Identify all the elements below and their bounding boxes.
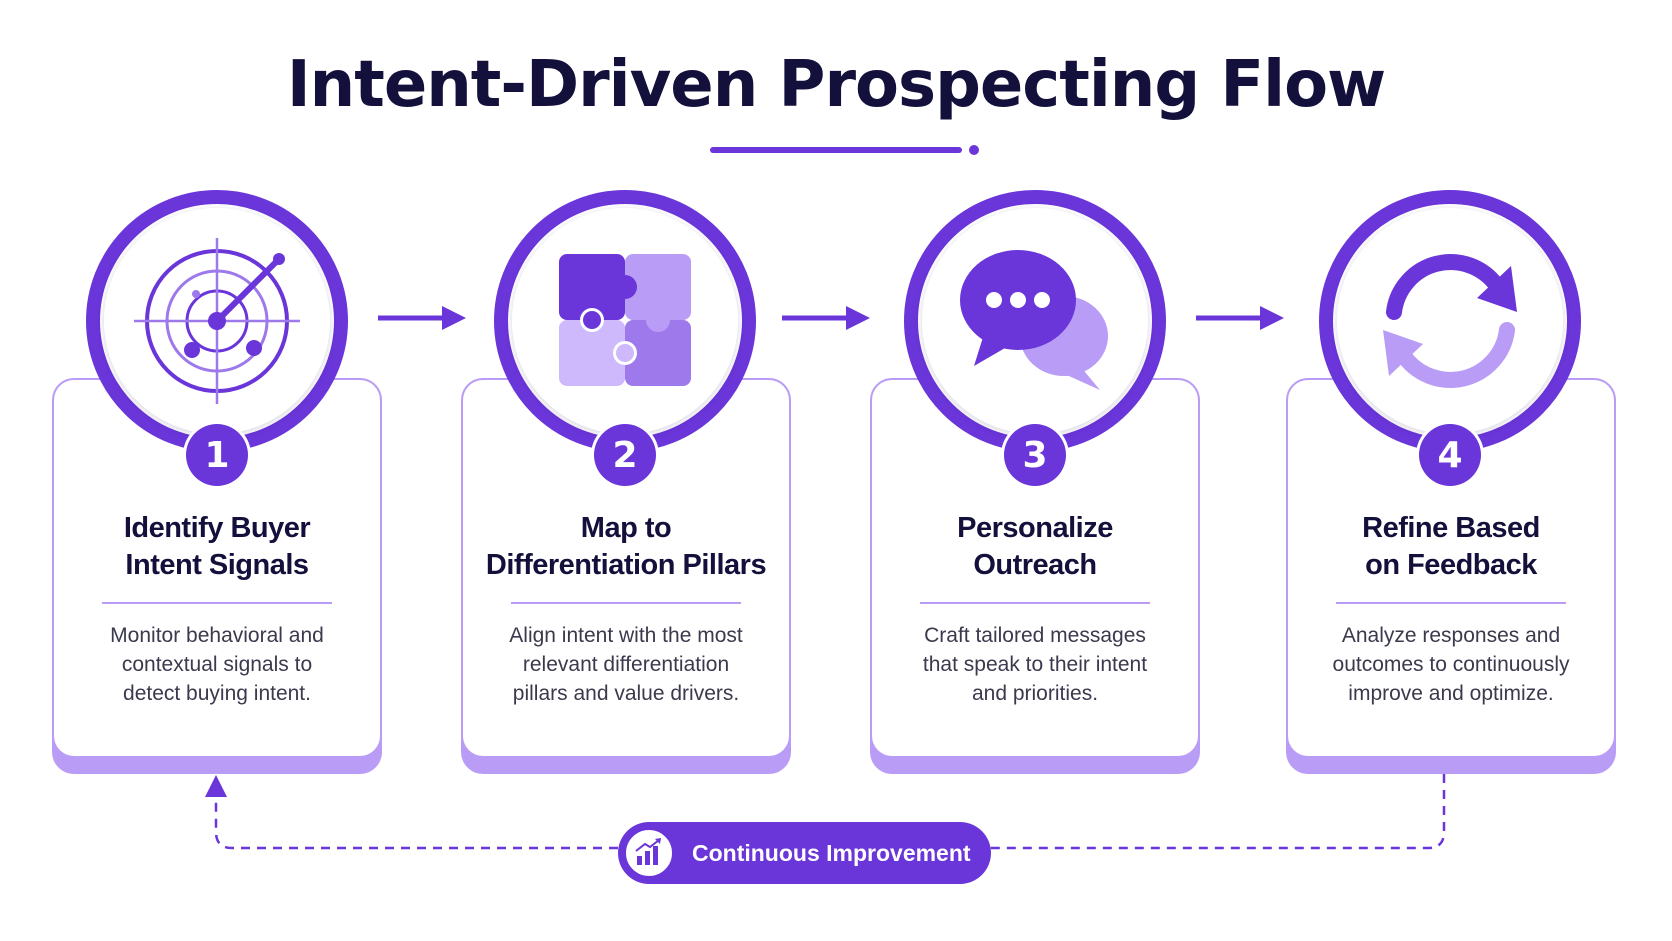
step-desc-line: Analyze responses and [1341, 624, 1561, 647]
step-card-2 [461, 378, 791, 774]
flow-arrow-icon [378, 306, 466, 330]
step-description-4: Analyze responses and outcomes to contin… [1286, 621, 1616, 708]
step-title-line: Intent Signals [125, 549, 309, 581]
step-description-1: Monitor behavioral and contextual signal… [52, 621, 382, 708]
step-desc-line: improve and optimize. [1348, 682, 1554, 705]
step-title-3: Personalize Outreach [870, 510, 1200, 584]
step-desc-line: Monitor behavioral and [110, 624, 324, 647]
step-title-line: on Feedback [1365, 549, 1537, 581]
step-number-badge-1: 1 [186, 424, 248, 486]
bar-chart-growth-icon [624, 828, 674, 878]
flow-arrow-icon [782, 306, 870, 330]
title-underline [710, 147, 962, 153]
title-underline-dot [969, 145, 979, 155]
step-divider-4 [1336, 602, 1566, 604]
step-title-1: Identify Buyer Intent Signals [52, 510, 382, 584]
step-desc-line: Align intent with the most [509, 624, 743, 647]
flow-arrow-icon [1196, 306, 1284, 330]
step-number-badge-3: 3 [1004, 424, 1066, 486]
chat-bubbles-icon [960, 250, 1108, 390]
step-title-4: Refine Based on Feedback [1286, 510, 1616, 584]
step-title-line: Map to [580, 512, 672, 544]
step-divider-1 [102, 602, 332, 604]
step-title-line: Refine Based [1362, 512, 1540, 544]
step-icon-ring-1 [86, 190, 348, 452]
step-icon-ring-2 [494, 190, 756, 452]
step-number-badge-4: 4 [1419, 424, 1481, 486]
loop-arrowhead [205, 775, 227, 797]
step-divider-2 [511, 602, 741, 604]
step-desc-line: outcomes to continuously [1332, 653, 1570, 676]
step-icon-ring-4 [1319, 190, 1581, 452]
step-title-line: Identify Buyer [123, 512, 311, 544]
puzzle-icon [559, 254, 691, 386]
step-desc-line: detect buying intent. [123, 682, 311, 705]
step-desc-line: and priorities. [971, 682, 1099, 705]
radar-target-icon [134, 238, 300, 404]
refresh-cycle-icon [1383, 254, 1517, 388]
step-desc-line: pillars and value drivers. [512, 682, 740, 705]
step-desc-line: that speak to their intent [922, 653, 1148, 676]
step-icon-ring-3 [904, 190, 1166, 452]
step-title-line: Personalize [957, 512, 1113, 544]
step-desc-line: contextual signals to [121, 653, 313, 676]
step-title-line: Differentiation Pillars [485, 549, 767, 581]
step-title-line: Outreach [973, 549, 1097, 581]
page-title: Intent-Driven Prospecting Flow [286, 48, 1386, 122]
step-divider-3 [920, 602, 1150, 604]
continuous-improvement-label: Continuous Improvement [692, 839, 971, 866]
step-desc-line: relevant differentiation [522, 653, 730, 676]
step-description-3: Craft tailored messages that speak to th… [870, 621, 1200, 708]
continuous-improvement-pill: Continuous Improvement [618, 822, 991, 884]
step-desc-line: Craft tailored messages [924, 624, 1146, 647]
step-title-2: Map to Differentiation Pillars [461, 510, 791, 584]
step-number-badge-2: 2 [594, 424, 656, 486]
step-description-2: Align intent with the most relevant diff… [461, 621, 791, 708]
